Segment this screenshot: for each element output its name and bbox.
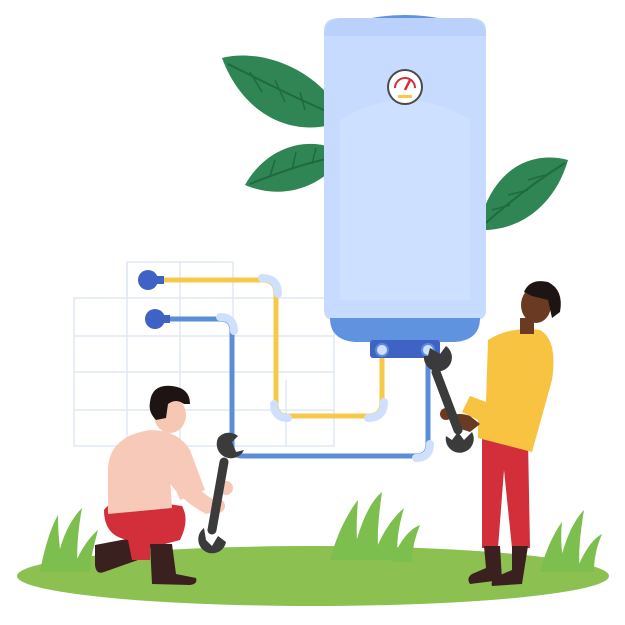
water-heater-icon	[324, 15, 486, 358]
grass-icon	[40, 492, 602, 572]
pipes	[157, 274, 434, 462]
cold-valve-knob	[145, 309, 165, 329]
hot-valve-knob	[138, 270, 158, 290]
plumber-right	[440, 281, 561, 586]
wrench-icon	[198, 432, 244, 554]
leaf-icon	[478, 157, 568, 231]
pressure-gauge-icon	[387, 69, 423, 105]
wrench-icon	[423, 346, 474, 453]
